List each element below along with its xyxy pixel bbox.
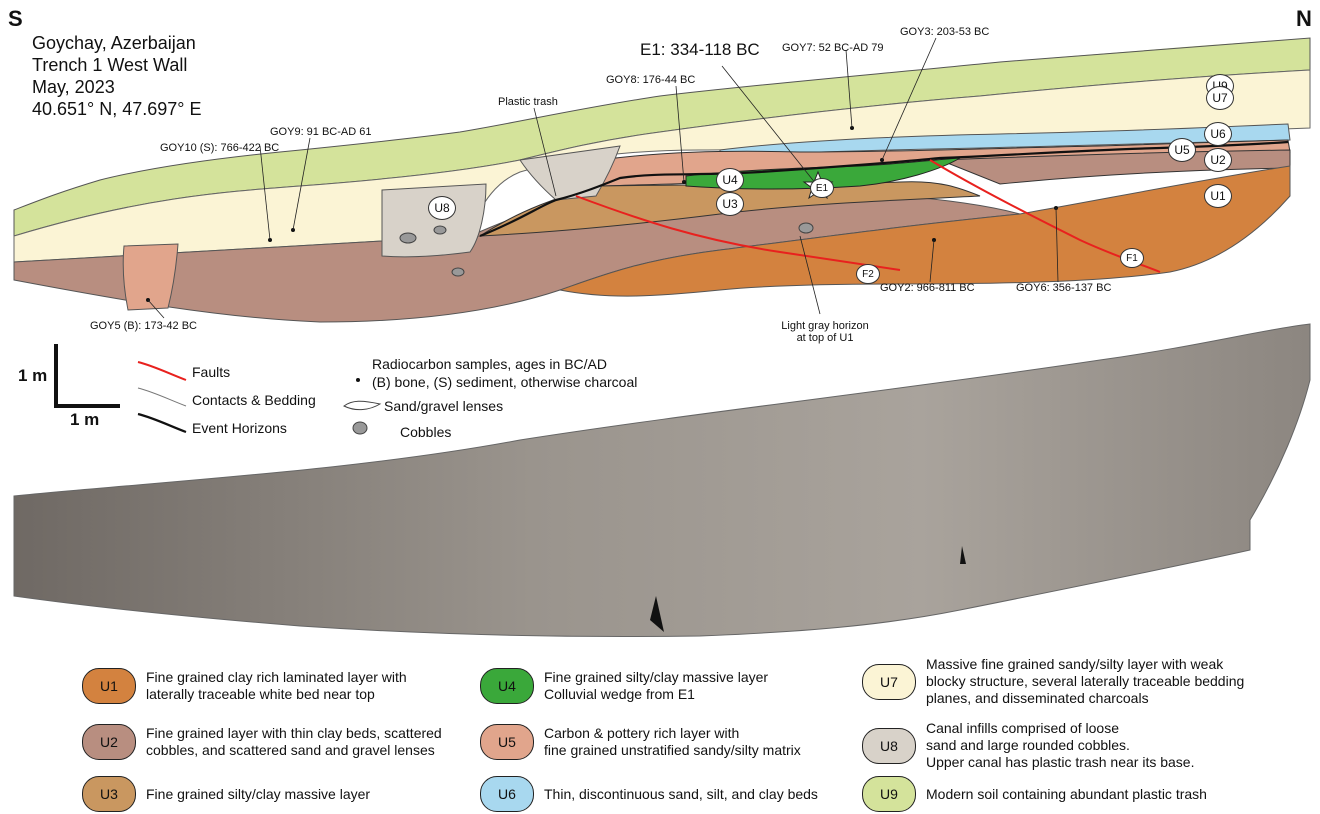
unit-desc-u6-line1: Thin, discontinuous sand, silt, and clay… <box>544 786 818 803</box>
unit-key-u6: U6 Thin, discontinuous sand, silt, and c… <box>480 776 818 812</box>
sample-goy9-label: GOY9: 91 BC-AD 61 <box>270 126 372 138</box>
event-e1-label: E1: 334-118 BC <box>640 40 760 60</box>
cobble <box>799 223 813 233</box>
unit-desc-u5-line1: Carbon & pottery rich layer with <box>544 725 801 742</box>
unit-desc-u4: Fine grained silty/clay massive layer Co… <box>544 669 768 703</box>
unit-desc-u5-line2: fine grained unstratified sandy/silty ma… <box>544 742 801 759</box>
unit-desc-u2: Fine grained layer with thin clay beds, … <box>146 725 442 759</box>
unit-desc-u5: Carbon & pottery rich layer with fine gr… <box>544 725 801 759</box>
unit-chip-u1: U1 <box>82 668 136 704</box>
marker-f2: F2 <box>856 264 880 284</box>
unit-desc-u7-line1: Massive fine grained sandy/silty layer w… <box>926 656 1244 673</box>
unit-key-u1: U1 Fine grained clay rich laminated laye… <box>82 668 407 704</box>
unit-desc-u8-line1: Canal infills comprised of loose <box>926 720 1194 737</box>
unit-desc-u1: Fine grained clay rich laminated layer w… <box>146 669 407 703</box>
unit-desc-u4-line1: Fine grained silty/clay massive layer <box>544 669 768 686</box>
unit-desc-u7-line3: planes, and disseminated charcoals <box>926 690 1244 707</box>
unit-chip-u4: U4 <box>480 668 534 704</box>
unit-desc-u7-line2: blocky structure, several laterally trac… <box>926 673 1244 690</box>
marker-u2: U2 <box>1204 148 1232 172</box>
marker-u6: U6 <box>1204 122 1232 146</box>
unit-desc-u2-line2: cobbles, and scattered sand and gravel l… <box>146 742 442 759</box>
unit-desc-u1-line2: laterally traceable white bed near top <box>146 686 407 703</box>
unit-chip-u8: U8 <box>862 728 916 764</box>
unit-desc-u8: Canal infills comprised of loose sand an… <box>926 720 1194 771</box>
marker-e1: E1 <box>810 178 834 198</box>
sample-goy2-label: GOY2: 966-811 BC <box>880 282 975 294</box>
unit-desc-u3: Fine grained silty/clay massive layer <box>146 786 370 803</box>
cobble <box>434 226 446 234</box>
unit-desc-u9-line1: Modern soil containing abundant plastic … <box>926 786 1207 803</box>
unit-desc-u8-line2: sand and large rounded cobbles. <box>926 737 1194 754</box>
marker-u4: U4 <box>716 168 744 192</box>
unit-chip-u3: U3 <box>82 776 136 812</box>
marker-f1: F1 <box>1120 248 1144 268</box>
unit-desc-u6: Thin, discontinuous sand, silt, and clay… <box>544 786 818 803</box>
sample-goy7-label: GOY7: 52 BC-AD 79 <box>782 42 884 54</box>
sample-goy6-label: GOY6: 356-137 BC <box>1016 282 1111 294</box>
unit-key-u4: U4 Fine grained silty/clay massive layer… <box>480 668 768 704</box>
trench-wall-photo <box>0 320 1320 640</box>
unit-chip-u5: U5 <box>480 724 534 760</box>
unit-chip-u6: U6 <box>480 776 534 812</box>
unit-chip-u7: U7 <box>862 664 916 700</box>
marker-u1: U1 <box>1204 184 1232 208</box>
marker-u8: U8 <box>428 196 456 220</box>
unit-desc-u2-line1: Fine grained layer with thin clay beds, … <box>146 725 442 742</box>
sample-goy10-label: GOY10 (S): 766-422 BC <box>160 142 279 154</box>
marker-u3: U3 <box>716 192 744 216</box>
cobble <box>400 233 416 243</box>
unit-u8-canal-left <box>382 184 486 257</box>
unit-desc-u4-line2: Colluvial wedge from E1 <box>544 686 768 703</box>
unit-key-u8: U8 Canal infills comprised of loose sand… <box>862 720 1194 771</box>
unit-desc-u1-line1: Fine grained clay rich laminated layer w… <box>146 669 407 686</box>
unit-key-u9: U9 Modern soil containing abundant plast… <box>862 776 1207 812</box>
unit-key-u3: U3 Fine grained silty/clay massive layer <box>82 776 370 812</box>
unit-chip-u2: U2 <box>82 724 136 760</box>
unit-desc-u3-line1: Fine grained silty/clay massive layer <box>146 786 370 803</box>
unit-desc-u9: Modern soil containing abundant plastic … <box>926 786 1207 803</box>
marker-u7: U7 <box>1206 86 1234 110</box>
unit-u5-pocket <box>123 244 178 310</box>
sample-goy3-label: GOY3: 203-53 BC <box>900 26 989 38</box>
marker-u5: U5 <box>1168 138 1196 162</box>
unit-desc-u7: Massive fine grained sandy/silty layer w… <box>926 656 1244 707</box>
unit-chip-u9: U9 <box>862 776 916 812</box>
unit-key-u7: U7 Massive fine grained sandy/silty laye… <box>862 656 1244 707</box>
unit-key-u2: U2 Fine grained layer with thin clay bed… <box>82 724 442 760</box>
unit-key-u5: U5 Carbon & pottery rich layer with fine… <box>480 724 801 760</box>
unit-desc-u8-line3: Upper canal has plastic trash near its b… <box>926 754 1194 771</box>
plastic-trash-label: Plastic trash <box>498 96 558 108</box>
sample-goy8-label: GOY8: 176-44 BC <box>606 74 695 86</box>
cobble <box>452 268 464 276</box>
